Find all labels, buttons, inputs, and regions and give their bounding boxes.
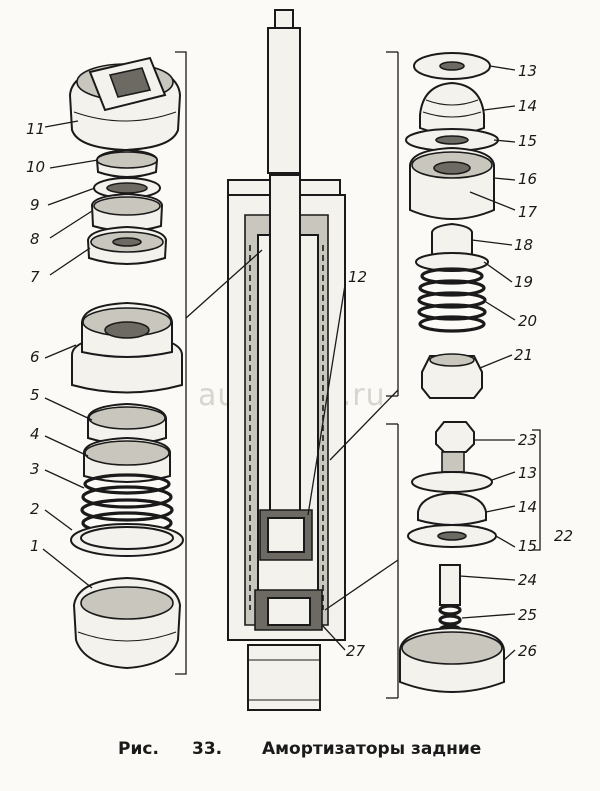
label-14-lower: 14 bbox=[518, 498, 537, 516]
label-20: 20 bbox=[518, 312, 537, 330]
label-27: 27 bbox=[346, 642, 366, 660]
right-upper-parts-group bbox=[386, 51, 499, 399]
label-7: 7 bbox=[30, 268, 40, 286]
left-parts-group bbox=[68, 51, 187, 675]
label-25: 25 bbox=[518, 606, 537, 624]
label-13-lower: 13 bbox=[518, 464, 537, 482]
label-3: 3 bbox=[30, 460, 40, 478]
label-11: 11 bbox=[26, 120, 45, 138]
label-19: 19 bbox=[514, 273, 533, 291]
caption-number: 33. bbox=[192, 739, 222, 759]
label-18: 18 bbox=[514, 236, 533, 254]
label-4: 4 bbox=[30, 425, 40, 443]
label-24: 24 bbox=[518, 571, 537, 589]
label-12: 12 bbox=[348, 268, 367, 286]
label-16: 16 bbox=[518, 170, 537, 188]
label-14-upper: 14 bbox=[518, 97, 537, 115]
part-21-nut bbox=[421, 353, 483, 399]
part-13-lower bbox=[411, 471, 493, 493]
label-1: 1 bbox=[30, 537, 40, 555]
figure-caption: Рис. 33. Амортизаторы задние bbox=[118, 739, 481, 759]
part-20-spring bbox=[417, 267, 487, 333]
rod-eye bbox=[274, 9, 294, 29]
caption-prefix: Рис. bbox=[118, 739, 159, 759]
label-23: 23 bbox=[518, 431, 537, 449]
label-6: 6 bbox=[30, 348, 40, 366]
part-1 bbox=[72, 576, 182, 670]
part-6 bbox=[71, 301, 183, 394]
label-22: 22 bbox=[554, 527, 573, 545]
part-14-lower bbox=[417, 491, 487, 526]
label-10: 10 bbox=[26, 158, 45, 176]
part-9 bbox=[93, 177, 161, 199]
part-26-base bbox=[399, 626, 505, 693]
label-5: 5 bbox=[30, 386, 40, 404]
piston-rod bbox=[267, 27, 301, 174]
leader-lines bbox=[42, 65, 516, 661]
part-4 bbox=[83, 436, 171, 483]
part-19 bbox=[415, 252, 489, 272]
part-3-spring bbox=[80, 473, 174, 535]
label-13-upper: 13 bbox=[518, 62, 537, 80]
part-23-nut bbox=[435, 421, 475, 473]
label-15-lower: 15 bbox=[518, 537, 537, 555]
part-7 bbox=[86, 225, 168, 265]
part-5 bbox=[87, 402, 167, 445]
part-14-upper bbox=[419, 81, 485, 135]
part-11 bbox=[68, 56, 182, 152]
part-16-17 bbox=[409, 146, 495, 220]
label-15-upper: 15 bbox=[518, 132, 537, 150]
right-lower-parts-group bbox=[386, 421, 541, 699]
part-24-rod bbox=[439, 564, 461, 606]
label-2: 2 bbox=[30, 500, 40, 518]
caption-title: Амортизаторы задние bbox=[262, 739, 481, 759]
number-labels: 11 10 9 8 7 6 5 4 3 2 1 12 27 13 14 15 1… bbox=[26, 62, 573, 660]
central-section bbox=[227, 9, 346, 711]
part-13-upper bbox=[413, 52, 491, 80]
label-8: 8 bbox=[30, 230, 40, 248]
part-15-upper bbox=[405, 128, 499, 152]
label-26: 26 bbox=[518, 642, 537, 660]
label-21: 21 bbox=[514, 346, 533, 364]
part-8 bbox=[90, 192, 164, 232]
label-9: 9 bbox=[30, 196, 40, 214]
label-17: 17 bbox=[518, 203, 538, 221]
part-15-lower bbox=[407, 524, 497, 548]
part-2-ring bbox=[70, 523, 184, 557]
part-10 bbox=[95, 148, 159, 178]
